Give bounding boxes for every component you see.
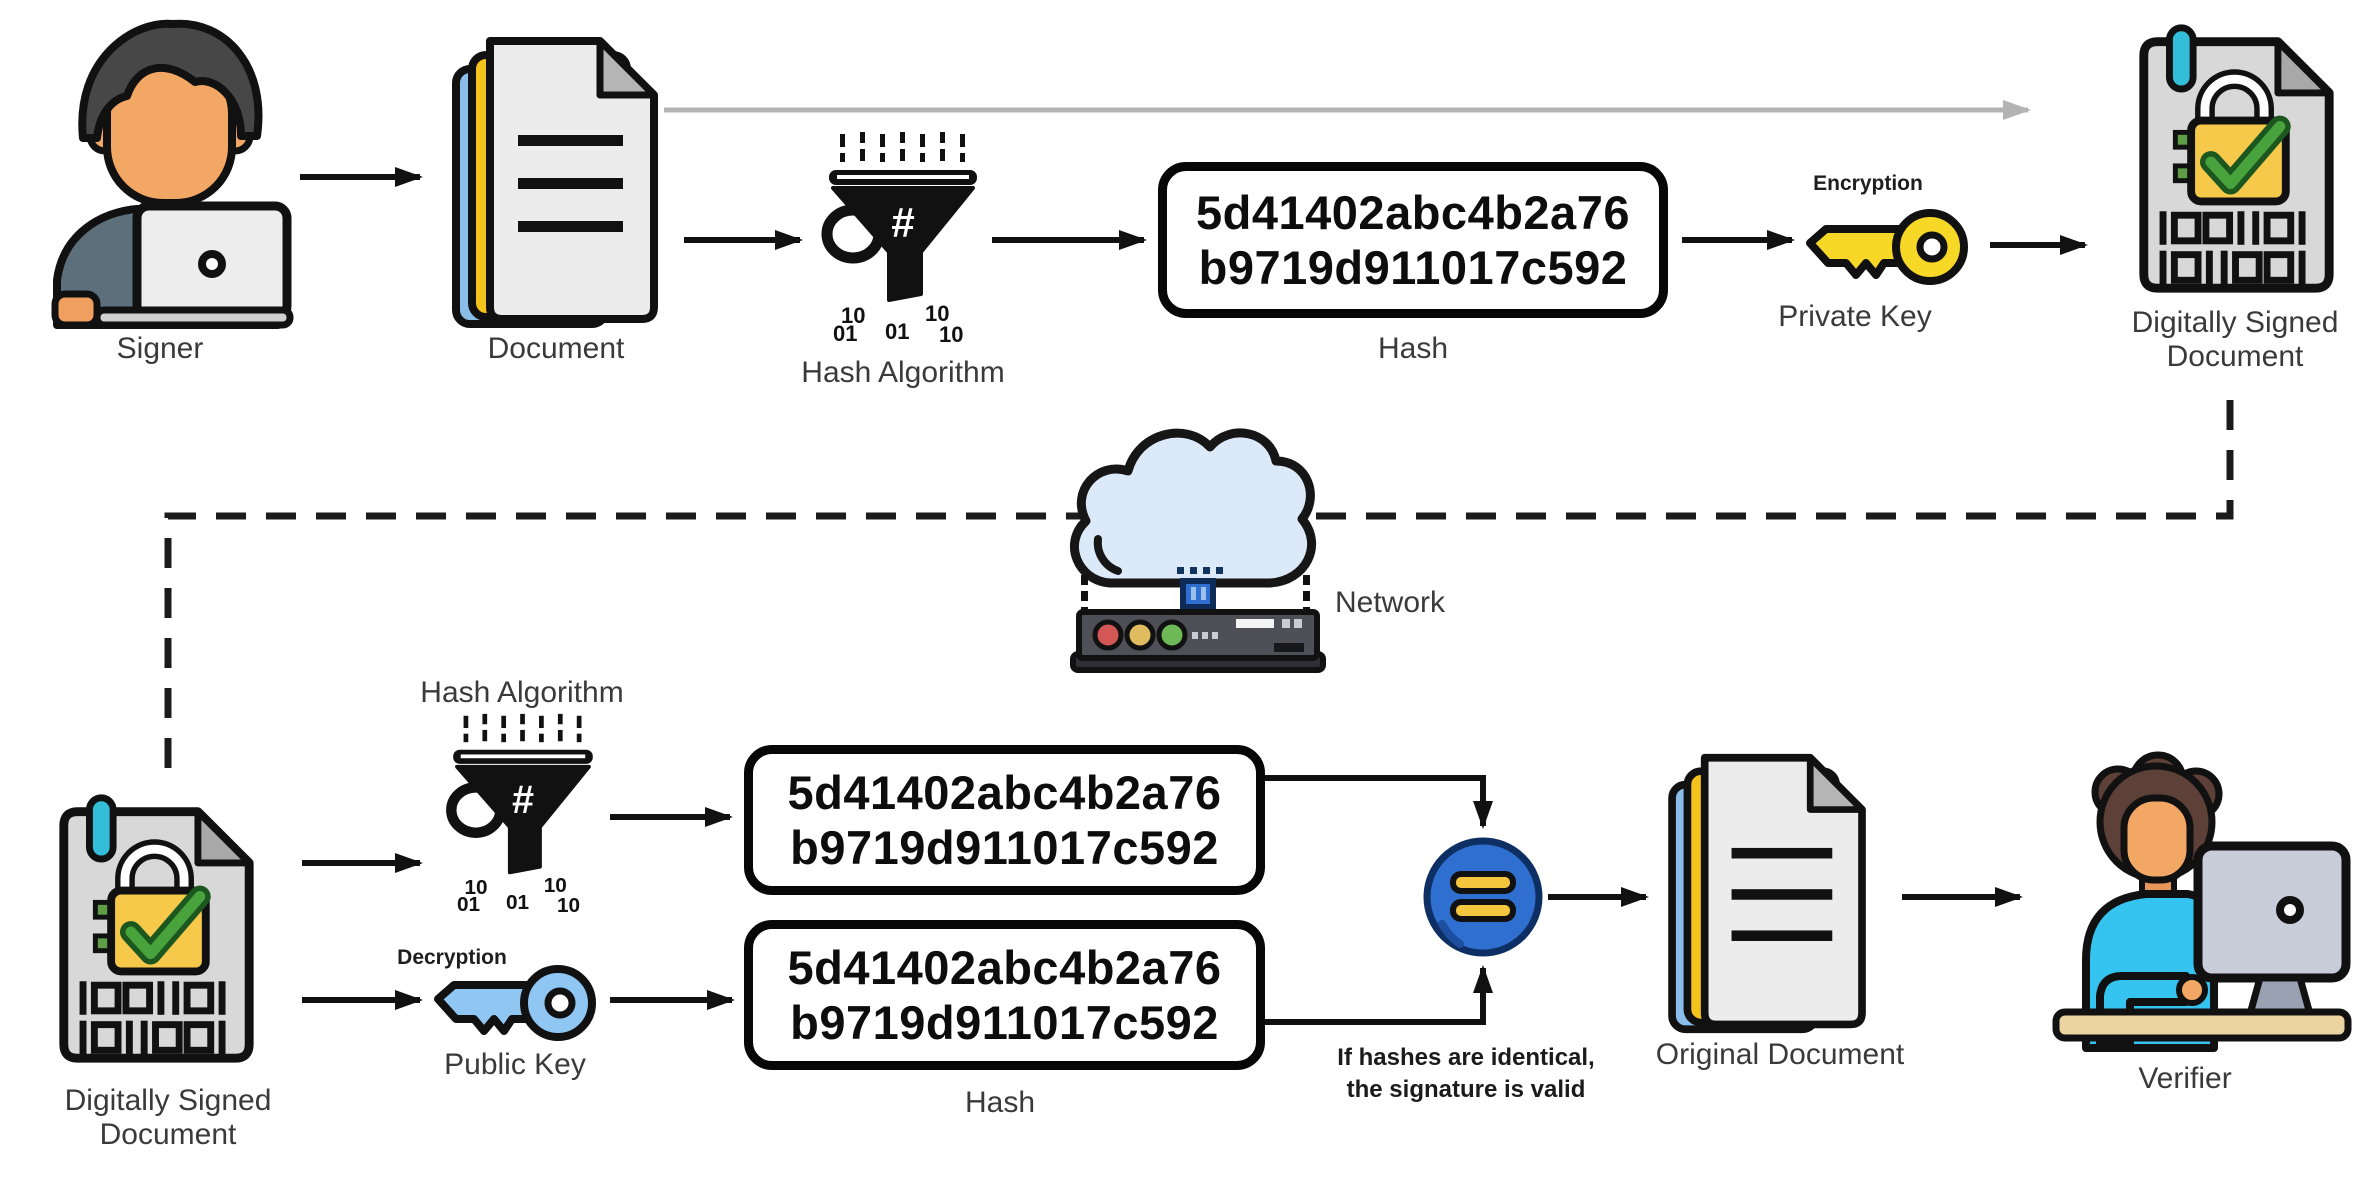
network-icon <box>1070 428 1326 673</box>
digitally-signed-document-icon-top <box>2139 24 2334 293</box>
private-key-label: Private Key <box>1778 300 1932 333</box>
binary-bits: 10 <box>841 303 865 328</box>
public-key-label: Public Key <box>444 1048 586 1081</box>
decryption-label: Decryption <box>397 946 507 969</box>
binary-bits: 10 <box>557 894 580 917</box>
hash-value-box-signing: 5d41402abc4b2a76 b9719d911017c592 <box>1158 162 1668 318</box>
digitally-signed-label-bottom-line2: Document <box>99 1118 237 1151</box>
hash-line: 5d41402abc4b2a76 <box>787 765 1222 819</box>
digitally-signed-label-bottom-line1: Digitally Signed <box>64 1084 272 1117</box>
verifier-icon <box>2052 751 2352 1052</box>
binary-bits: 01 <box>457 893 480 916</box>
binary-bits: 01 <box>833 321 857 346</box>
comparison-note-line2: the signature is valid <box>1346 1076 1586 1103</box>
binary-bits: 01 <box>885 319 909 344</box>
funnel-hash-glyph: # <box>891 199 914 246</box>
binary-bits: 10 <box>544 874 567 897</box>
signer-icon <box>51 19 294 329</box>
hash-line: b9719d911017c592 <box>790 821 1219 874</box>
hash-label-top: Hash <box>1377 332 1449 365</box>
binary-bits: 10 <box>925 301 949 326</box>
document-icon <box>452 37 658 328</box>
hash-line: 5d41402abc4b2a76 <box>1196 185 1630 239</box>
hash-value-box-decrypted: 5d41402abc4b2a76 b9719d911017c592 <box>744 920 1265 1070</box>
binary-bits: 10 <box>939 322 963 347</box>
dashed-path-network-transfer <box>164 400 2234 788</box>
funnel-hash-glyph: # <box>512 778 534 822</box>
hash-label-bottom: Hash <box>964 1086 1036 1119</box>
document-label: Document <box>487 332 625 365</box>
hash-algorithm-label-top: Hash Algorithm <box>801 356 1005 389</box>
network-label: Network <box>1334 586 1446 619</box>
original-document-label: Original Document <box>1655 1038 1905 1071</box>
digitally-signed-label-top-line2: Document <box>2166 340 2304 373</box>
verifier-label: Verifier <box>2138 1062 2232 1095</box>
hash-line: 5d41402abc4b2a76 <box>787 940 1222 994</box>
binary-code-rows <box>79 981 226 1055</box>
encryption-label: Encryption <box>1813 172 1923 195</box>
arrow-decrypted-hash-to-compare <box>1265 965 1493 1025</box>
signer-label: Signer <box>116 332 204 365</box>
arrow-computed-hash-to-compare <box>1265 775 1493 829</box>
public-key-icon <box>434 965 596 1041</box>
equals-compare-icon <box>1423 837 1543 957</box>
hash-line: b9719d911017c592 <box>790 996 1219 1049</box>
hash-value-box-computed: 5d41402abc4b2a76 b9719d911017c592 <box>744 745 1265 895</box>
hash-algorithm-icon-bottom: # 10 01 01 10 10 <box>446 713 593 917</box>
digitally-signed-label-top-line1: Digitally Signed <box>2131 306 2339 339</box>
hash-algorithm-label-bottom: Hash Algorithm <box>420 676 624 709</box>
digitally-signed-document-icon-bottom <box>59 794 254 1063</box>
binary-bits: 01 <box>506 891 529 914</box>
binary-code-rows <box>2159 211 2306 285</box>
private-key-icon <box>1806 209 1968 285</box>
binary-bits: 10 <box>465 876 488 899</box>
comparison-note-line1: If hashes are identical, <box>1337 1044 1595 1071</box>
hash-algorithm-icon-top: # 10 01 01 10 10 <box>821 132 977 347</box>
original-document-icon <box>1668 753 1866 1034</box>
router <box>1070 609 1326 673</box>
hash-line: b9719d911017c592 <box>1198 241 1628 294</box>
